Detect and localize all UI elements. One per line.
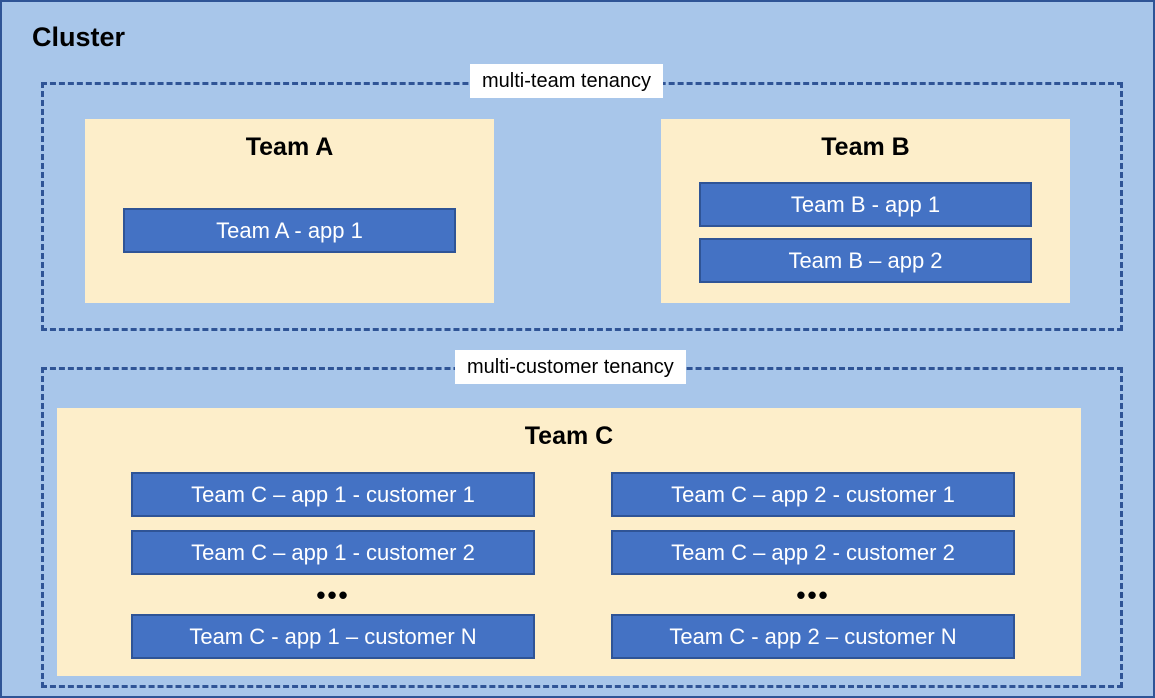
tenancy-label-multi-team: multi-team tenancy [470, 64, 663, 98]
app-box-team-c-app-1-customer-n[interactable]: Team C - app 1 – customer N [131, 614, 535, 659]
app-box-team-c-app-1-customer-1[interactable]: Team C – app 1 - customer 1 [131, 472, 535, 517]
team-box-team-b: Team B Team B - app 1 Team B – app 2 [661, 119, 1070, 303]
app-box-team-c-app-2-customer-n[interactable]: Team C - app 2 – customer N [611, 614, 1015, 659]
app-box-team-c-app-2-customer-2[interactable]: Team C – app 2 - customer 2 [611, 530, 1015, 575]
team-title-team-a: Team A [245, 133, 334, 161]
app-box-team-c-app-2-customer-1[interactable]: Team C – app 2 - customer 1 [611, 472, 1015, 517]
team-box-team-c: Team C Team C – app 1 - customer 1 Team … [57, 408, 1081, 676]
ellipsis-team-c-app-2: ••• [796, 580, 830, 610]
team-box-team-a: Team A Team A - app 1 [85, 119, 494, 303]
cluster-title: Cluster [32, 22, 126, 52]
team-title-team-b: Team B [821, 133, 910, 161]
app-box-team-b-app-1[interactable]: Team B - app 1 [699, 182, 1032, 227]
app-box-team-a-app-1[interactable]: Team A - app 1 [123, 208, 456, 253]
tenancy-label-multi-customer: multi-customer tenancy [455, 350, 686, 384]
app-box-team-c-app-1-customer-2[interactable]: Team C – app 1 - customer 2 [131, 530, 535, 575]
team-title-team-c: Team C [524, 422, 614, 450]
ellipsis-team-c-app-1: ••• [316, 580, 350, 610]
app-box-team-b-app-2[interactable]: Team B – app 2 [699, 238, 1032, 283]
